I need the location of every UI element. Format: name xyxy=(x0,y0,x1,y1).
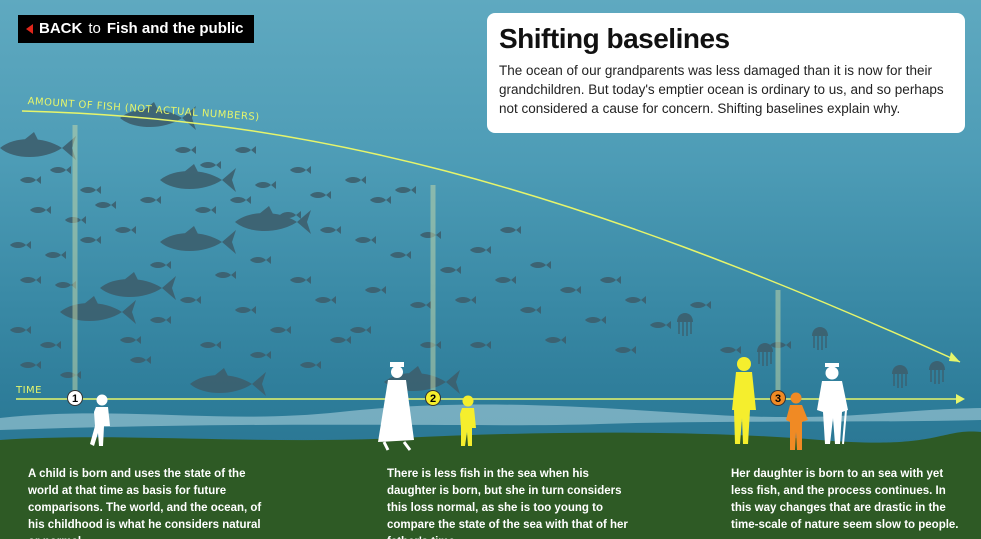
ground xyxy=(0,431,981,539)
stage-badge-1: 1 xyxy=(67,390,83,406)
stage-badge-2: 2 xyxy=(425,390,441,406)
fish-school xyxy=(0,102,946,396)
time-arrowhead xyxy=(956,394,965,404)
person-icon-boy xyxy=(90,394,110,446)
curve-arrowhead xyxy=(949,352,960,362)
person-icon-grandfather xyxy=(817,363,848,445)
seabed-wave xyxy=(0,404,981,430)
stage-badge-3: 3 xyxy=(770,390,786,406)
back-to: to xyxy=(88,20,101,37)
fish-amount-curve xyxy=(21,110,961,363)
back-prefix: BACK xyxy=(39,20,83,37)
person-icon-daughter-child xyxy=(460,395,476,446)
person-icon-granddaughter xyxy=(786,392,808,450)
stage-number-3: 3 xyxy=(775,393,781,405)
stage-number-2: 2 xyxy=(430,393,436,405)
person-icon-father xyxy=(378,362,414,451)
title-panel: Shifting baselines The ocean of our gran… xyxy=(487,13,965,133)
time-axis-label: TIME xyxy=(16,385,43,396)
stage-number-1: 1 xyxy=(72,393,78,405)
person-icon-daughter-adult xyxy=(732,357,756,444)
back-arrow-icon xyxy=(26,24,33,34)
jellyfish-icon xyxy=(676,312,946,389)
stage-caption-3: Her daughter is born to an sea with yet … xyxy=(731,468,959,531)
back-button[interactable]: BACK to Fish and the public xyxy=(18,15,254,43)
stage-caption-2: There is less fish in the sea when his d… xyxy=(387,468,628,539)
intro-text: The ocean of our grandparents was less d… xyxy=(499,63,944,116)
fish-icon xyxy=(0,102,460,396)
page-title: Shifting baselines xyxy=(499,23,730,54)
generation-markers xyxy=(72,125,781,400)
stage-caption-1: A child is born and uses the state of th… xyxy=(28,468,262,539)
back-target: Fish and the public xyxy=(106,20,244,37)
